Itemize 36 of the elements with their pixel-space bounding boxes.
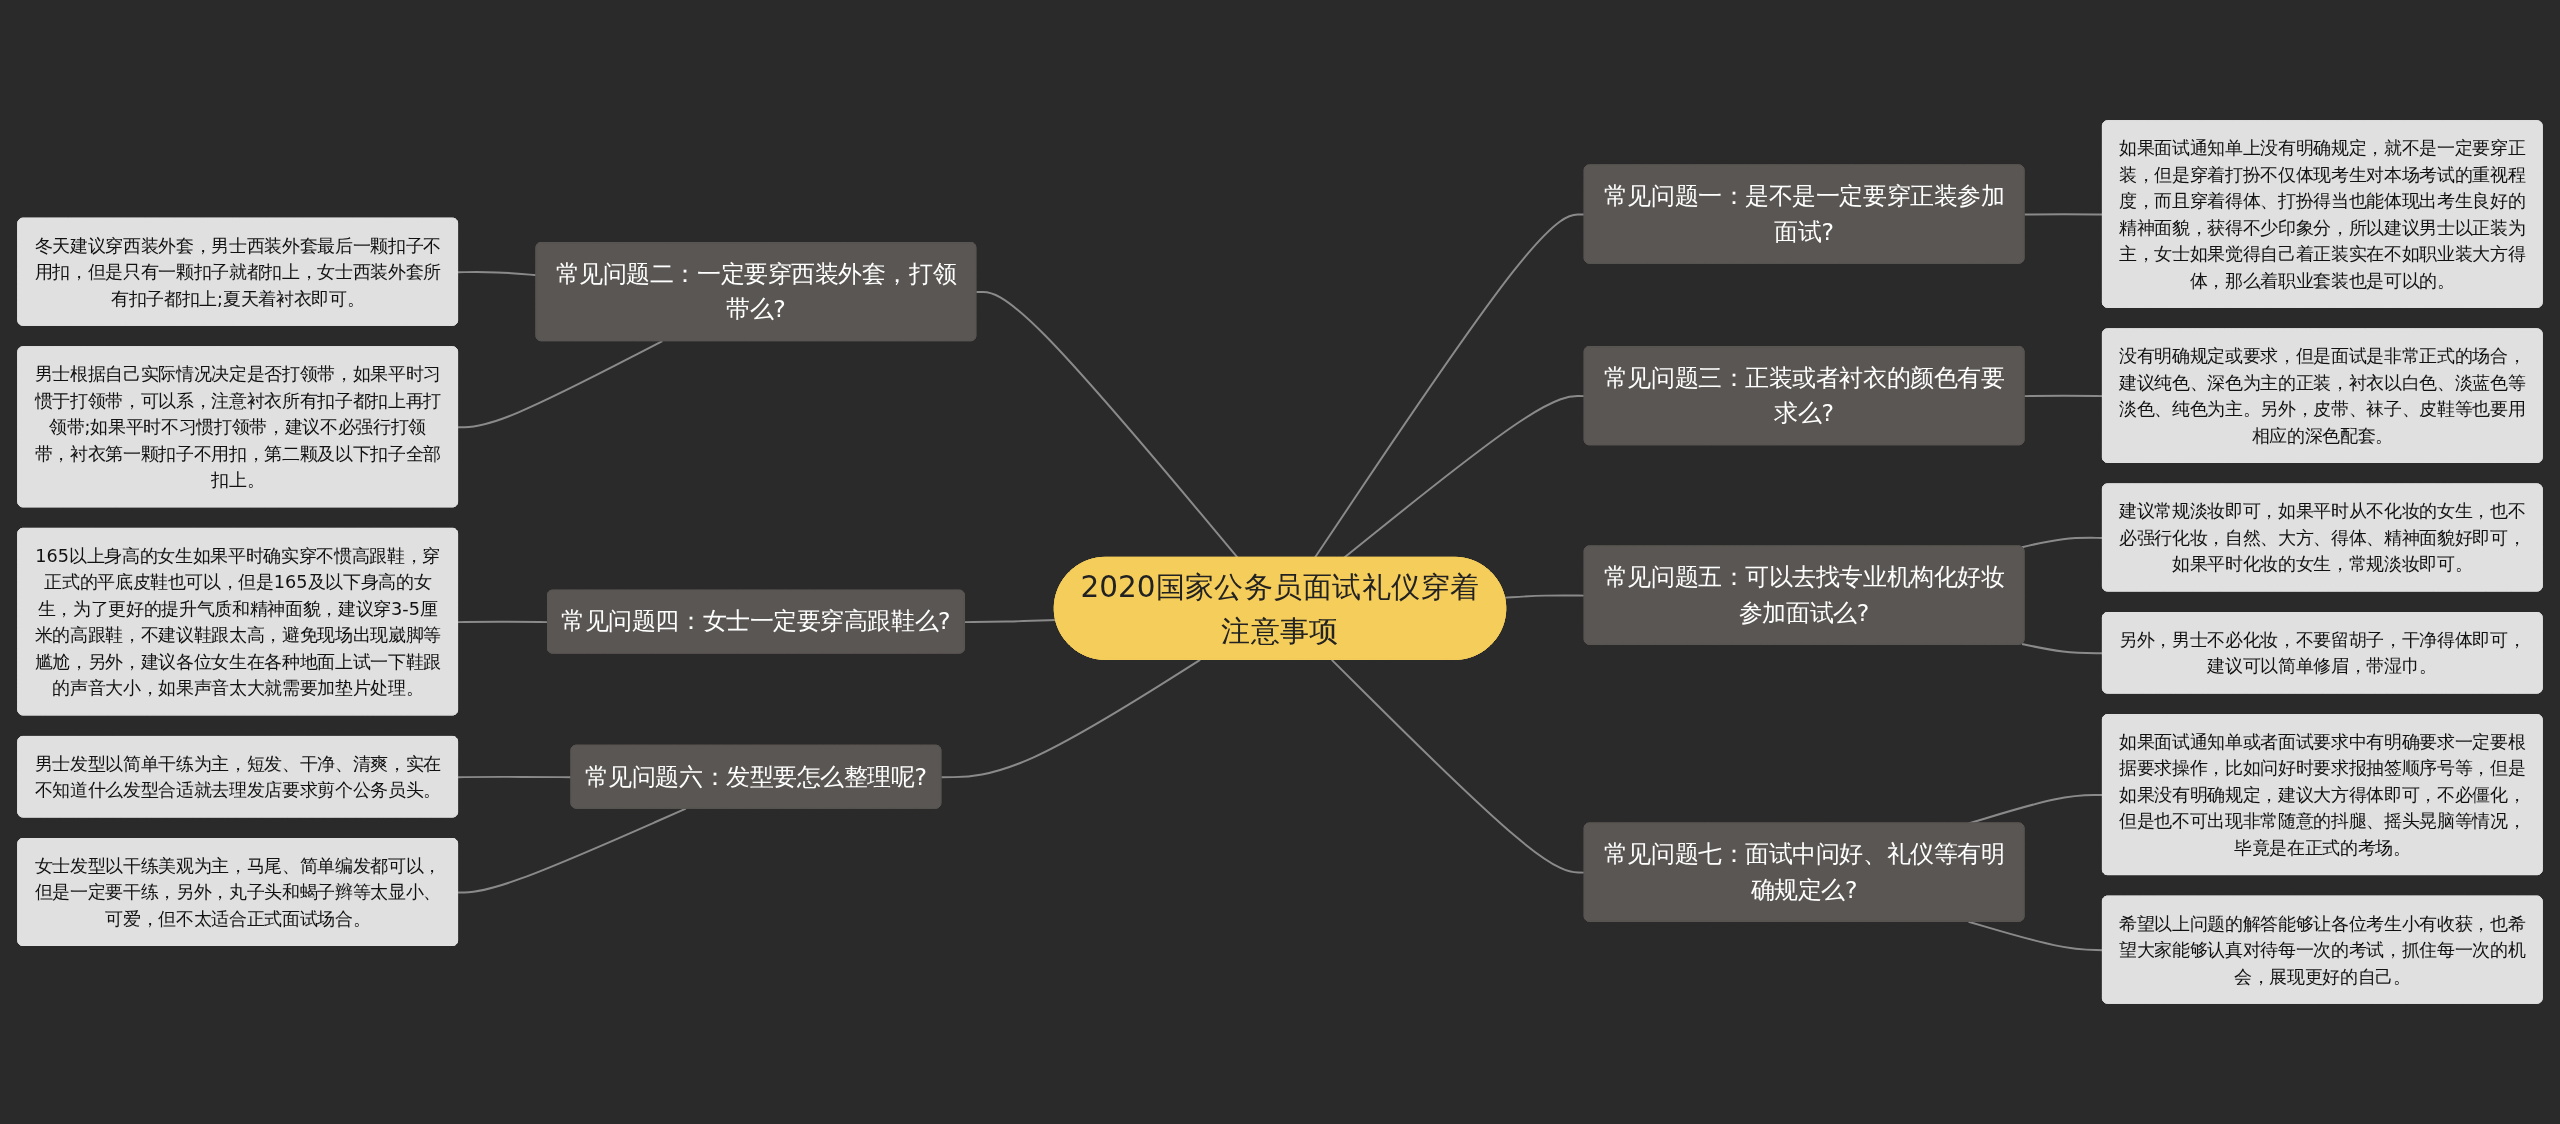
answer-card: 冬天建议穿西装外套，男士西装外套最后一颗扣子不用扣，但是只有一颗扣子就都扣上，女士西装外套所有扣子都扣上;夏天着衬衣即可。 bbox=[17, 217, 459, 326]
connector-line bbox=[457, 620, 549, 624]
connector-line bbox=[457, 807, 687, 894]
question-node: 常见问题四：女士一定要穿高跟鞋么? bbox=[547, 589, 965, 654]
connector-line bbox=[963, 619, 1057, 624]
question-node: 常见问题五：可以去找专业机构化好妆参加面试么? bbox=[1583, 545, 2025, 645]
question-node: 常见问题一：是不是一定要穿正装参加面试? bbox=[1583, 164, 2025, 264]
connector-line bbox=[1313, 213, 1586, 559]
connector-line bbox=[2021, 536, 2104, 549]
answer-card: 165以上身高的女生如果平时确实穿不惯高跟鞋，穿正式的平底皮鞋也可以，但是165及以下身高的女生，为了更好的提升气质和精神面貌，建议穿3-5厘米的高跟鞋，不建议鞋跟太高，避免现场出现崴脚等尴尬，另外，建议各位女生在各种地面上试一下鞋跟的声音大小，如果声音太大就需要加垫片处理。 bbox=[17, 527, 459, 716]
question-node: 常见问题三：正装或者衬衣的颜色有要求么? bbox=[1583, 346, 2025, 446]
connector-line bbox=[1330, 658, 1586, 874]
connector-line bbox=[2023, 394, 2104, 398]
connector-line bbox=[457, 775, 573, 779]
connector-line bbox=[457, 340, 664, 429]
connector-line bbox=[457, 271, 538, 277]
answer-card: 建议常规淡妆即可，如果平时从不化妆的女生，也不必强行化妆，自然、大方、得体、精神面貌好即可，如果平时化妆的女生，常规淡妆即可。 bbox=[2101, 483, 2543, 592]
answer-card: 如果面试通知单或者面试要求中有明确要求一定要根据要求操作，比如问好时要求报抽签顺序号等，但是如果没有明确规定，建议大方得体即可，不必僵化，但是也不可出现非常随意的抖腿、摇头晃脑等情况，毕竟是在正式的考场。 bbox=[2101, 714, 2543, 876]
connector-line bbox=[1504, 594, 1586, 599]
answer-card: 希望以上问题的解答能够让各位考生小有收获，也希望大家能够认真对待每一次的考试，抓住每一次的机会，展现更好的自己。 bbox=[2101, 895, 2543, 1004]
answer-card: 男士根据自己实际情况决定是否打领带，如果平时习惯于打领带，可以系，注意衬衣所有扣子都扣上再打领带;如果平时不习惯打领带，建议不必强行打领带，衬衣第一颗扣子不用扣，第二颗及以下扣子全部扣上。 bbox=[17, 346, 459, 508]
question-node: 常见问题二：一定要穿西装外套，打领带么? bbox=[535, 242, 977, 342]
connector-line bbox=[975, 291, 1239, 559]
connector-line bbox=[940, 658, 1202, 779]
answer-card: 如果面试通知单上没有明确规定，就不是一定要穿正装，但是穿着打扮不仅体现考生对本场考试的重视程度，而且穿着得体、打扮得当也能体现出考生良好的精神面貌，获得不少印象分，所以建议男士以正装为主，女士如果觉得自己着正装实在不如职业装大方得体，那么着职业套装也是可以的。 bbox=[2101, 120, 2543, 308]
question-node: 常见问题六：发型要怎么整理呢? bbox=[570, 744, 942, 809]
question-node: 常见问题七：面试中问好、礼仪等有明确规定么? bbox=[1583, 822, 2025, 922]
answer-card: 男士发型以简单干练为主，短发、干净、清爽，实在不知道什么发型合适就去理发店要求剪个公务员头。 bbox=[17, 735, 459, 818]
answer-card: 女士发型以干练美观为主，马尾、简单编发都可以，但是一定要干练，另外，丸子头和蝎子辫等太显小、可爱，但不太适合正式面试场合。 bbox=[17, 838, 459, 946]
connector-line bbox=[1343, 395, 1586, 559]
connector-line bbox=[2021, 643, 2104, 655]
answer-card: 另外，男士不必化妆，不要留胡子，干净得体即可，建议可以简单修眉，带湿巾。 bbox=[2101, 612, 2543, 694]
connector-line bbox=[1967, 920, 2104, 952]
connector-line bbox=[2023, 213, 2104, 216]
topic-node: 2020国家公务员面试礼仪穿着注意事项 bbox=[1053, 556, 1507, 660]
answer-card: 没有明确规定或要求，但是面试是非常正式的场合，建议纯色、深色为主的正装，衬衣以白色、淡蓝色等淡色、纯色为主。另外，皮带、袜子、皮鞋等也要用相应的深色配套。 bbox=[2101, 328, 2543, 463]
